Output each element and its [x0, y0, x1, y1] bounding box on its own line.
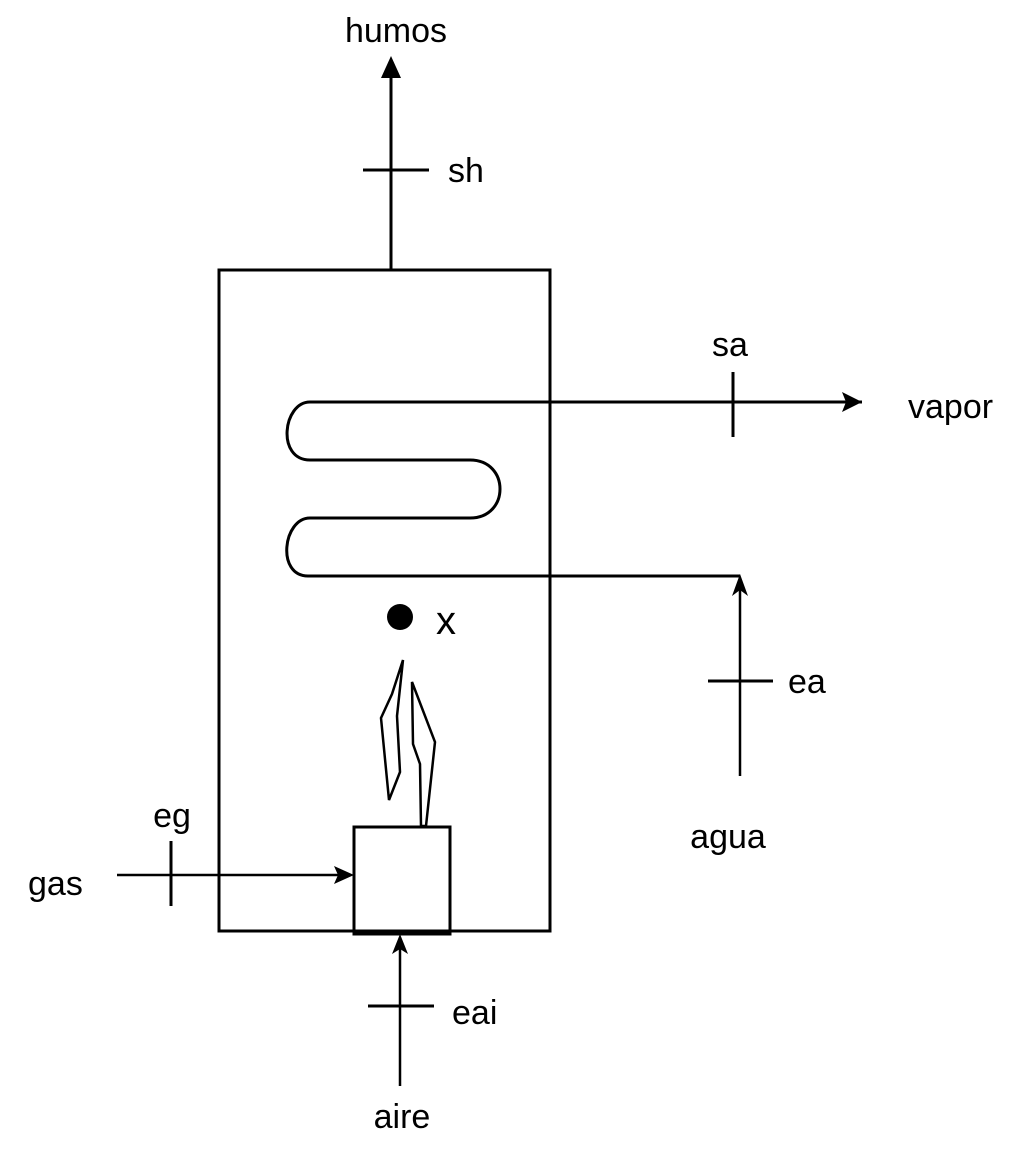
boiler-shell — [217, 268, 552, 933]
sa-label: sa — [712, 326, 748, 364]
gas-arrowhead — [334, 866, 354, 884]
measurement-point — [387, 604, 413, 630]
aire-label: aire — [374, 1098, 431, 1136]
sh-label: sh — [448, 152, 484, 190]
burner-box — [352, 825, 452, 936]
eg-label: eg — [153, 797, 191, 835]
ea-label: ea — [788, 663, 826, 701]
point-x-label: x — [436, 599, 456, 643]
agua-label: agua — [690, 818, 766, 856]
flue-gas-arrowhead — [381, 56, 401, 78]
flame-icon-right — [410, 681, 437, 828]
gas-label: gas — [28, 865, 83, 903]
eai-label: eai — [452, 994, 497, 1032]
air-arrowhead — [392, 934, 408, 954]
humos-label: humos — [345, 12, 447, 50]
steam-arrowhead — [842, 392, 862, 412]
water-arrowhead — [732, 574, 748, 596]
vapor-label: vapor — [908, 388, 993, 426]
flame-icon — [379, 659, 405, 801]
heating-coil — [285, 400, 862, 578]
